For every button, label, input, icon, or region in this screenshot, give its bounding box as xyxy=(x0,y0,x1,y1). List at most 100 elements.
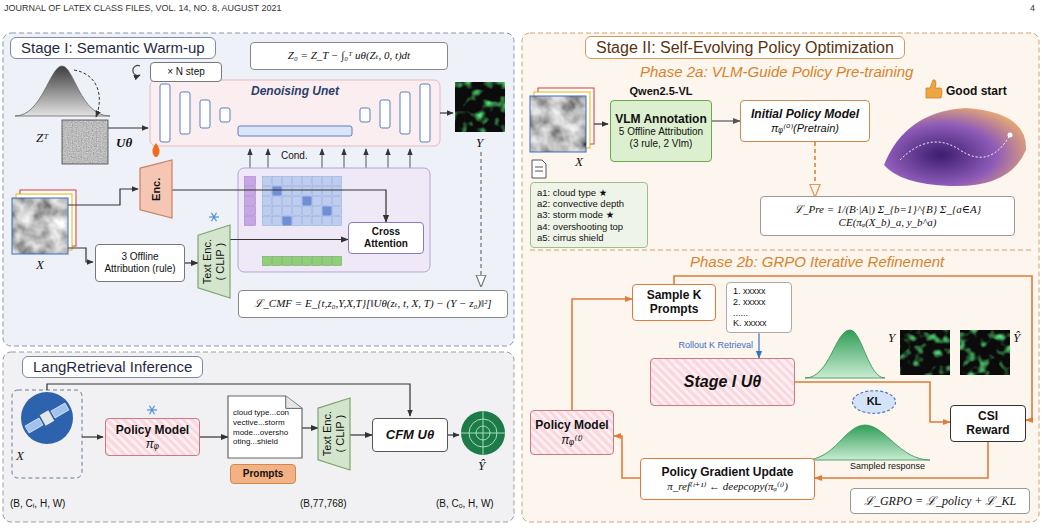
document-outline xyxy=(228,396,302,458)
phase-heading: Phase 2a: VLM-Guide Policy Pre-training xyxy=(640,63,913,81)
gaussian-noise xyxy=(108,127,148,128)
loop-icon xyxy=(133,66,140,76)
shape-outline xyxy=(852,391,895,414)
node-text: Denoising Unet xyxy=(251,84,339,98)
node-text: cloud type...convective...storm mode...o… xyxy=(233,408,290,446)
node-text: Text Enc. ( CLIP ) xyxy=(321,409,346,459)
cond-arrows xyxy=(250,149,410,168)
edge-label: Rollout K Retrieval xyxy=(676,340,755,351)
snowflake-icon xyxy=(150,406,155,415)
node-text: 3 Offline Attribution (rule) xyxy=(100,251,180,275)
loss-landscape xyxy=(900,135,1010,160)
flow-arrow xyxy=(814,142,816,196)
flow-arrow xyxy=(200,436,228,437)
panel-ground xyxy=(3,33,1039,522)
gaussian-noise xyxy=(62,120,108,164)
symbol-label: Ŷ xyxy=(478,458,485,474)
radar-icon xyxy=(448,434,459,435)
node-text: Stage I Uθ xyxy=(684,372,761,391)
formula-box: Z₀ = Z_T − ∫₀ᵀ uθ(Zₜ, 0, t)dt xyxy=(250,42,448,70)
node-text: ℒ_GRPO = ℒ_policy + ℒ_KL xyxy=(864,494,1016,508)
page-header: JOURNAL OF LATEX CLASS FILES, VOL. 14, N… xyxy=(4,3,281,14)
attention-grid xyxy=(273,187,282,196)
node-text: Policy Model xyxy=(116,423,189,437)
input-image xyxy=(530,96,586,152)
node-text: CFM Uθ xyxy=(386,427,434,443)
text-encoder: Text Enc. ( CLIP ) xyxy=(318,398,350,470)
panel-ground xyxy=(522,33,1039,522)
symbol-label: Y xyxy=(476,135,483,151)
output-image xyxy=(455,82,505,132)
input-image xyxy=(532,160,546,178)
node-text: 5 Offline Attribution (3 rule, 2 Vlm) xyxy=(615,126,707,150)
radar-images xyxy=(960,330,1010,375)
cond-arrows xyxy=(366,149,367,168)
phase-heading: Phase 2b: GRPO Iterative Refinement xyxy=(690,253,944,271)
flow-arrow xyxy=(758,333,759,358)
radar-images xyxy=(960,330,1010,375)
node-text: πᵩ⁽ᵗ⁾ xyxy=(561,433,583,447)
node-text: 2. xxxxx xyxy=(733,297,766,308)
node-text: Text Enc. ( CLIP ) xyxy=(201,237,226,287)
unet-figure xyxy=(380,100,390,128)
flow-arrow xyxy=(230,239,348,240)
loss-landscape xyxy=(926,80,942,98)
loss-box: ℒ_GRPO = ℒ_policy + ℒ_KL xyxy=(850,488,1030,514)
attention-box: Cross Attention xyxy=(348,222,424,254)
node-text: KL xyxy=(867,395,882,408)
attention-grid xyxy=(238,168,430,272)
unet-block: Denoising Unet xyxy=(150,80,440,146)
satellite-icon xyxy=(51,403,69,418)
flow-arrow xyxy=(172,190,386,222)
flame-icon xyxy=(152,143,159,157)
unet-figure xyxy=(160,84,170,142)
node-text: ...... xyxy=(733,308,748,319)
note-label: Good start xyxy=(946,84,1007,98)
node-text: Prompts xyxy=(243,468,284,480)
panel-title: LangRetrieval Inference xyxy=(22,356,203,378)
policy-box: Policy Modelπᵩ xyxy=(105,418,200,456)
text-encoder: Text Enc. ( CLIP ) xyxy=(198,225,230,298)
satellite-icon xyxy=(21,392,73,444)
attribution-box: 3 Offline Attribution (rule) xyxy=(95,244,185,282)
unet-figure xyxy=(180,92,190,134)
node-text: a3: storm mode ★ xyxy=(537,209,614,220)
sample-box: Sample K Prompts xyxy=(632,284,716,321)
cond-arrows xyxy=(344,149,345,168)
shape-outline xyxy=(198,225,230,298)
node-text: K. xxxxx xyxy=(733,318,767,329)
loss-landscape xyxy=(884,80,1026,186)
node-text: πᵩ xyxy=(146,437,159,451)
inference-panel: LangRetrieval InferencePolicy Modelπᵩ clo… xyxy=(3,352,514,522)
satellite-icon xyxy=(12,384,410,478)
box-heading: Qwen2.5-VL xyxy=(611,85,711,98)
panel-title: Stage II: Self-Evolving Policy Optimizat… xyxy=(585,36,905,59)
flow-arrow xyxy=(350,434,372,435)
flow-arrow xyxy=(815,442,988,478)
prompt-list: 1. xxxxx2. xxxxx......K. xxxxx xyxy=(726,282,792,333)
satellite-icon xyxy=(24,401,70,434)
output-image xyxy=(480,152,482,286)
radar-images xyxy=(900,330,950,375)
shape-label: (B,77,768) xyxy=(300,498,347,510)
symbol-label: Y xyxy=(888,330,895,346)
flow-arrow xyxy=(712,120,740,121)
node-text: Z₀ = Z_T − ∫₀ᵀ uθ(Zₜ, 0, t)dt xyxy=(288,49,410,62)
unet-figure xyxy=(420,84,430,142)
input-image xyxy=(594,123,608,124)
cond-arrows xyxy=(410,149,411,168)
symbol-label: Zᵀ xyxy=(36,130,48,146)
symbol-label: Uθ xyxy=(116,135,132,151)
node-text: a4: overshooting top xyxy=(537,221,623,232)
symbol-label: X xyxy=(36,257,44,273)
attention-grid xyxy=(262,176,342,226)
kl-ellipse: KL xyxy=(852,390,896,414)
attention-grid xyxy=(323,207,332,216)
flow-arrow xyxy=(302,427,318,428)
node-text: a1: cloud type ★ xyxy=(537,187,607,198)
reward-box: CSI Reward xyxy=(950,405,1026,442)
node-text: Initial Policy Model xyxy=(751,107,859,121)
attribute-list: a1: cloud type ★a2: convective deptha3: … xyxy=(530,182,648,248)
input-image xyxy=(12,198,68,254)
